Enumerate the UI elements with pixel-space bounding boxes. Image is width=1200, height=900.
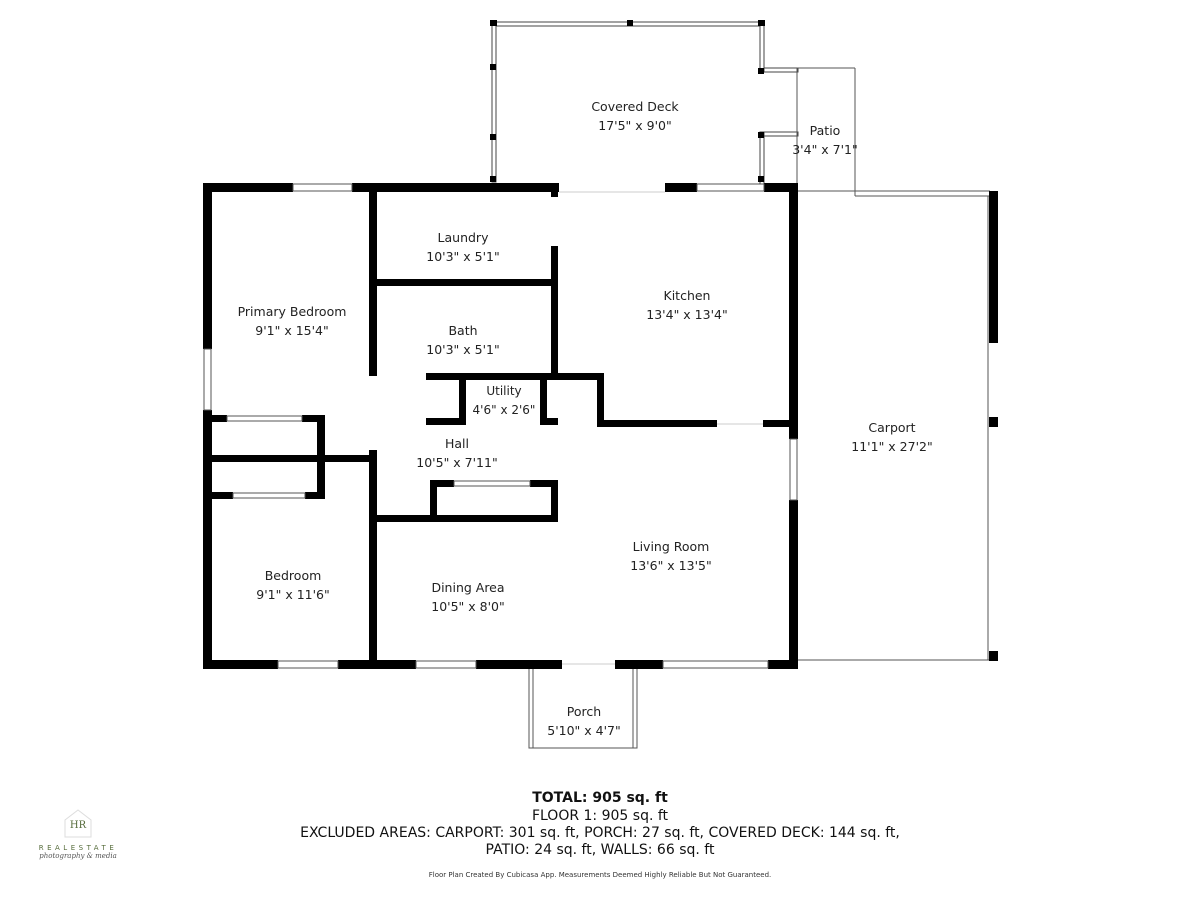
room-name: Covered Deck xyxy=(591,99,679,114)
room-name: Living Room xyxy=(632,539,710,554)
room-name: Primary Bedroom xyxy=(237,304,347,319)
room-laundry: Laundry 10'3" x 5'1" xyxy=(426,228,499,266)
logo-mark: HR xyxy=(69,820,87,831)
room-name: Hall xyxy=(444,436,469,451)
room-dims: 5'10" x 4'7" xyxy=(547,723,621,738)
room-living-room: Living Room 13'6" x 13'5" xyxy=(630,537,711,575)
room-hall: Hall 10'5" x 7'11" xyxy=(416,434,497,472)
excluded-areas-line2: PATIO: 24 sq. ft, WALLS: 66 sq. ft xyxy=(485,842,715,858)
room-dims: 13'6" x 13'5" xyxy=(630,558,712,573)
room-dims: 3'4" x 7'1" xyxy=(792,142,858,157)
deck-posts xyxy=(490,20,765,182)
room-dims: 10'5" x 8'0" xyxy=(431,599,505,614)
room-dining-area: Dining Area 10'5" x 8'0" xyxy=(431,578,504,616)
room-porch: Porch 5'10" x 4'7" xyxy=(547,702,620,740)
room-covered-deck: Covered Deck 17'5" x 9'0" xyxy=(591,97,678,135)
room-bedroom: Bedroom 9'1" x 11'6" xyxy=(256,566,329,604)
room-dims: 10'3" x 5'1" xyxy=(426,249,500,264)
patio-outline xyxy=(796,67,856,196)
room-name: Carport xyxy=(868,420,916,435)
room-dims: 11'1" x 27'2" xyxy=(851,439,933,454)
house-icon: HR xyxy=(62,808,94,838)
disclaimer: Floor Plan Created By Cubicasa App. Meas… xyxy=(428,871,772,879)
carport-outline xyxy=(797,190,990,661)
door-openings xyxy=(559,191,763,665)
room-dims: 9'1" x 15'4" xyxy=(255,323,329,338)
excluded-areas-line1: EXCLUDED AREAS: CARPORT: 301 sq. ft, POR… xyxy=(300,825,900,841)
room-dims: 10'3" x 5'1" xyxy=(426,342,500,357)
room-patio: Patio 3'4" x 7'1" xyxy=(792,121,858,159)
room-dims: 9'1" x 11'6" xyxy=(256,587,330,602)
windows xyxy=(203,183,798,669)
logo-subtitle: photography & media xyxy=(39,852,117,860)
room-name: Laundry xyxy=(437,230,489,245)
room-dims: 4'6" x 2'6" xyxy=(472,403,536,417)
logo-title: REALESTATE xyxy=(38,844,118,852)
room-name: Utility xyxy=(486,384,522,398)
carport-posts xyxy=(989,191,998,661)
room-name: Dining Area xyxy=(431,580,505,595)
room-dims: 13'4" x 13'4" xyxy=(646,307,728,322)
room-primary-bedroom: Primary Bedroom 9'1" x 15'4" xyxy=(238,302,347,340)
room-kitchen: Kitchen 13'4" x 13'4" xyxy=(646,286,727,324)
room-name: Bath xyxy=(448,323,478,338)
company-logo: HR REALESTATE photography & media xyxy=(30,808,126,860)
room-name: Patio xyxy=(809,123,841,138)
walls xyxy=(203,183,798,669)
floor1-area: FLOOR 1: 905 sq. ft xyxy=(531,808,669,824)
room-name: Bedroom xyxy=(264,568,322,583)
room-utility: Utility 4'6" x 2'6" xyxy=(473,382,536,420)
room-bath: Bath 10'3" x 5'1" xyxy=(426,321,499,359)
room-dims: 17'5" x 9'0" xyxy=(598,118,672,133)
room-carport: Carport 11'1" x 27'2" xyxy=(851,418,932,456)
room-name: Kitchen xyxy=(663,288,711,303)
room-dims: 10'5" x 7'11" xyxy=(416,455,498,470)
room-name: Porch xyxy=(566,704,602,719)
total-area: TOTAL: 905 sq. ft xyxy=(532,790,668,806)
